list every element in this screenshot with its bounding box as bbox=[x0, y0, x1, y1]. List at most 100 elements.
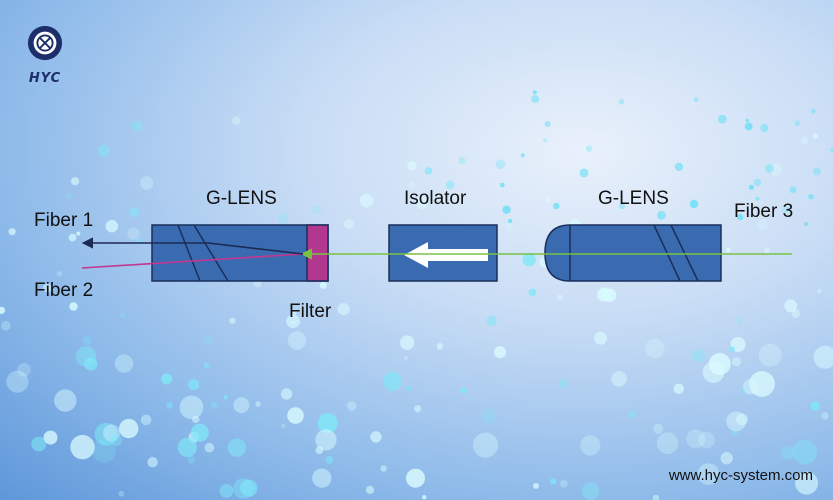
bokeh-dot bbox=[192, 415, 200, 424]
bokeh-dot bbox=[556, 294, 563, 301]
bokeh-dot bbox=[166, 402, 173, 409]
bokeh-dot bbox=[219, 484, 234, 498]
bokeh-dot bbox=[187, 456, 196, 464]
bokeh-dot bbox=[325, 455, 334, 464]
bokeh-dot bbox=[481, 409, 496, 424]
bokeh-dot bbox=[686, 429, 706, 449]
bokeh-dot bbox=[653, 423, 664, 434]
bokeh-dot bbox=[657, 210, 666, 220]
bokeh-dot bbox=[553, 202, 560, 210]
bokeh-dot bbox=[611, 371, 627, 387]
bokeh-dot bbox=[505, 222, 513, 230]
g-lens-right-facet-2 bbox=[670, 224, 699, 282]
bokeh-dot bbox=[407, 161, 417, 171]
bokeh-dot bbox=[56, 271, 63, 277]
bokeh-dot bbox=[359, 193, 374, 208]
bokeh-dot bbox=[422, 495, 427, 500]
bokeh-dot bbox=[110, 434, 123, 447]
bokeh-dot bbox=[736, 317, 744, 324]
bokeh-dot bbox=[31, 436, 47, 452]
g-lens-left-facet-2 bbox=[193, 224, 229, 282]
bokeh-dot bbox=[494, 346, 507, 359]
website-url: www.hyc-system.com bbox=[668, 467, 813, 484]
bokeh-dot bbox=[781, 446, 795, 460]
bokeh-dot bbox=[597, 287, 611, 302]
bokeh-dot bbox=[140, 414, 152, 426]
bokeh-dot bbox=[70, 434, 95, 460]
bokeh-dot bbox=[69, 302, 78, 311]
bokeh-dot bbox=[227, 438, 247, 457]
bokeh-dot bbox=[528, 288, 537, 297]
bokeh-dot bbox=[17, 362, 31, 377]
bokeh-dot bbox=[784, 299, 798, 313]
fiber1-label: Fiber 1 bbox=[34, 210, 93, 231]
bokeh-dot bbox=[522, 252, 536, 267]
bokeh-dot bbox=[744, 122, 753, 131]
fiber2-beam bbox=[81, 253, 304, 269]
bokeh-dot bbox=[287, 331, 307, 350]
bokeh-dot bbox=[210, 401, 218, 409]
bokeh-dot bbox=[645, 338, 665, 359]
fiber1-beam-reflected bbox=[207, 242, 304, 255]
bokeh-dot bbox=[229, 317, 236, 324]
bokeh-dot bbox=[656, 432, 679, 455]
bokeh-dot bbox=[344, 218, 354, 229]
isolator-label: Isolator bbox=[404, 188, 467, 209]
bokeh-dot bbox=[732, 429, 738, 436]
bokeh-dot bbox=[223, 395, 228, 400]
bokeh-dot bbox=[697, 463, 720, 485]
bokeh-dot bbox=[731, 357, 742, 367]
bokeh-dot bbox=[720, 452, 733, 465]
filter-label: Filter bbox=[289, 301, 332, 322]
bokeh-dot bbox=[75, 346, 97, 367]
bokeh-dot bbox=[520, 153, 525, 158]
bokeh-dot bbox=[813, 345, 833, 369]
bokeh-dot bbox=[312, 468, 332, 488]
bokeh-dot bbox=[132, 120, 143, 131]
bokeh-dot bbox=[531, 94, 540, 103]
bokeh-dot bbox=[84, 357, 98, 371]
bokeh-dot bbox=[619, 203, 625, 210]
bokeh-dot bbox=[365, 485, 375, 494]
fiber2-label: Fiber 2 bbox=[34, 280, 93, 301]
bokeh-dot bbox=[458, 157, 466, 165]
bokeh-dot bbox=[383, 371, 403, 391]
bokeh-dot bbox=[753, 178, 762, 187]
bokeh-dot bbox=[585, 145, 593, 152]
bokeh-dot bbox=[370, 431, 382, 443]
g-lens-right-label: G-LENS bbox=[598, 188, 669, 209]
bokeh-dot bbox=[6, 370, 29, 393]
bokeh-dot bbox=[436, 343, 444, 350]
bokeh-dot bbox=[546, 197, 551, 202]
brand-name: HYC bbox=[28, 71, 62, 86]
bokeh-dot bbox=[54, 389, 77, 412]
bokeh-dot bbox=[532, 90, 537, 95]
bokeh-dot bbox=[0, 306, 6, 314]
bokeh-dot bbox=[550, 478, 557, 485]
bokeh-dot bbox=[177, 437, 197, 457]
fiber3-label: Fiber 3 bbox=[734, 201, 793, 222]
bokeh-dot bbox=[618, 99, 625, 105]
bokeh-dot bbox=[82, 336, 92, 346]
bokeh-dot bbox=[800, 136, 809, 145]
bokeh-dot bbox=[808, 194, 814, 200]
bokeh-dot bbox=[406, 468, 425, 488]
bokeh-dot bbox=[312, 205, 322, 215]
bokeh-dot bbox=[315, 429, 337, 451]
bokeh-dot bbox=[346, 401, 357, 411]
g-lens-left-label: G-LENS bbox=[206, 188, 277, 209]
bokeh-dot bbox=[190, 423, 209, 442]
bokeh-dot bbox=[741, 387, 748, 394]
bokeh-dot bbox=[698, 431, 715, 449]
bokeh-dot bbox=[118, 490, 125, 497]
bokeh-dot bbox=[789, 186, 797, 194]
bokeh-dot bbox=[748, 184, 755, 190]
bokeh-dot bbox=[319, 281, 327, 289]
bokeh-dot bbox=[119, 312, 126, 318]
bokeh-dot bbox=[255, 401, 261, 407]
bokeh-dot bbox=[127, 227, 140, 240]
bokeh-dot bbox=[817, 288, 822, 294]
bokeh-dot bbox=[795, 471, 819, 495]
logo-emblem-icon bbox=[27, 25, 63, 61]
filter-element bbox=[306, 224, 329, 282]
